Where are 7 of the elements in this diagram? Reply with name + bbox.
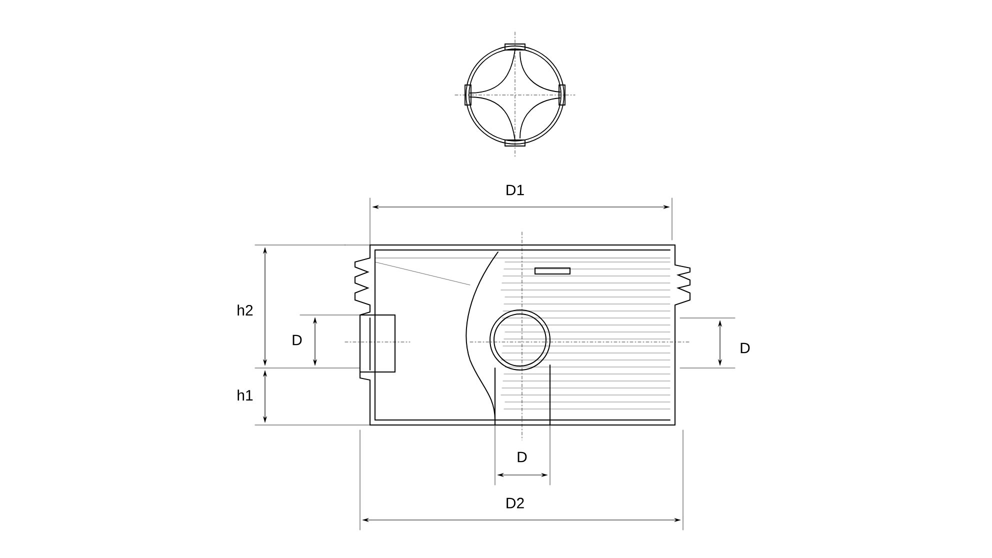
dimension-label: D [518,452,527,462]
dimension-label: h1 [238,390,253,400]
dimension-label: h2 [238,304,253,316]
dimension-label: D2 [506,498,524,508]
dimension-label: D [740,342,750,354]
dimension-label: D1 [506,184,524,196]
dimension-label: D [292,334,302,346]
